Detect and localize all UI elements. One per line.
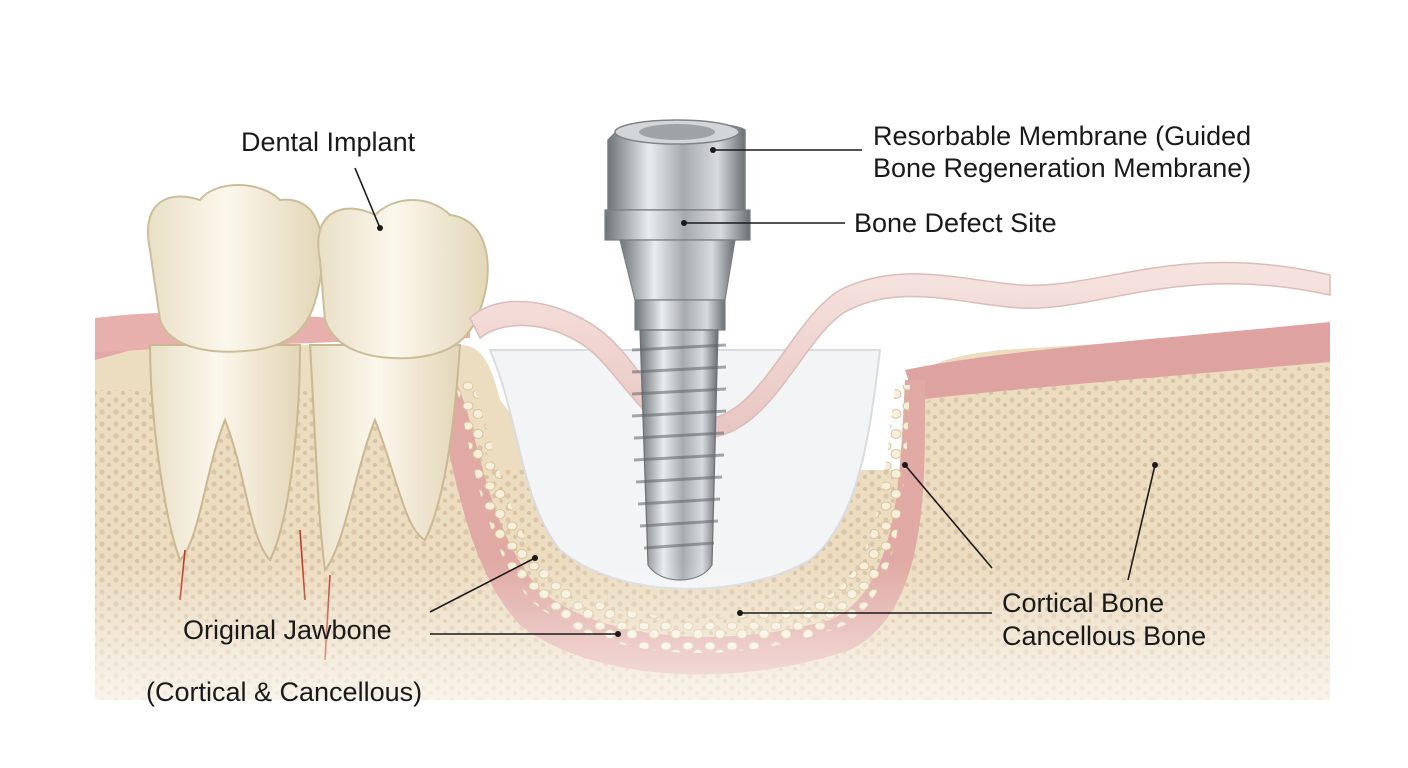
bottom-fade	[0, 560, 1408, 768]
label-dental-implant: Dental Implant	[241, 127, 416, 157]
label-cortical-bone: Cortical Bone	[1002, 588, 1165, 618]
tooth-left	[147, 184, 324, 562]
leader-cortical-2	[1127, 464, 1156, 581]
dental-implant	[604, 119, 751, 581]
leader-dots	[377, 147, 1158, 637]
leader-dental-implant	[354, 167, 381, 229]
leader-lines	[354, 149, 1156, 635]
leader-cortical-1	[904, 464, 993, 569]
gum-top-right	[905, 322, 1330, 400]
label-membrane-line1: Resorbable Membrane (Guided	[873, 121, 1252, 151]
label-original-jawbone: Original Jawbone	[183, 615, 392, 645]
label-bone-defect-site: Bone Defect Site	[854, 208, 1057, 238]
label-cancellous-bone: Cancellous Bone	[1002, 621, 1207, 651]
leader-jawbone-upper	[429, 557, 536, 613]
label-cortical-cancellous: (Cortical & Cancellous)	[146, 677, 423, 707]
tooth-right	[308, 199, 489, 573]
label-membrane-line2: Bone Regeneration Membrane)	[873, 153, 1252, 183]
